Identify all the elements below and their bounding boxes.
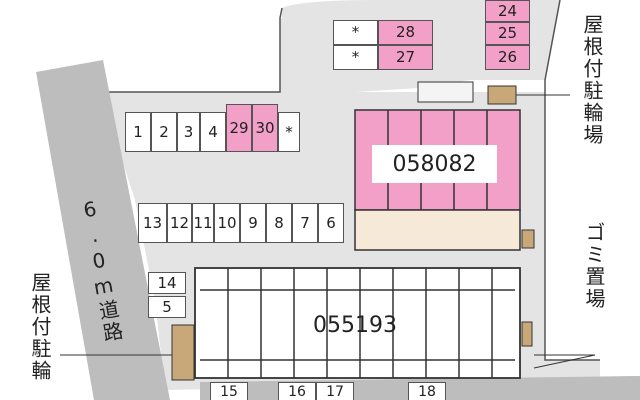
parking-stall-8: 8 bbox=[266, 203, 292, 243]
parking-stall-27: 27 bbox=[378, 45, 433, 70]
parking-stall-28: 28 bbox=[378, 20, 433, 45]
parking-stall-2: 2 bbox=[151, 112, 177, 152]
parking-stall-14: 14 bbox=[148, 272, 186, 294]
parking-stall-11: 11 bbox=[192, 203, 214, 243]
parking-stall-star-b: * bbox=[333, 45, 378, 70]
parking-stall-3: 3 bbox=[177, 112, 200, 152]
parking-stall-24: 24 bbox=[485, 0, 530, 22]
parking-stall-4: 4 bbox=[200, 112, 226, 152]
parking-stall-star-c: * bbox=[278, 112, 300, 152]
bike-parking-top bbox=[487, 85, 517, 105]
bike-parking-top-label: 屋根付駐輪場 bbox=[578, 14, 607, 146]
lot-upper bbox=[100, 18, 355, 100]
north-building-balcony bbox=[354, 209, 521, 251]
parking-stall-star-a: * bbox=[333, 20, 378, 45]
parking-stall-7: 7 bbox=[292, 203, 318, 243]
parking-stall-10: 10 bbox=[214, 203, 240, 243]
parking-stall-26: 26 bbox=[485, 45, 530, 70]
parking-stall-5: 5 bbox=[148, 296, 186, 318]
parking-stall-6: 6 bbox=[318, 203, 344, 243]
parking-stall-17: 17 bbox=[316, 382, 354, 400]
parking-stall-25: 25 bbox=[485, 22, 530, 45]
north-building-label: 058082 bbox=[372, 145, 497, 183]
parking-stall-9: 9 bbox=[240, 203, 266, 243]
parking-stall-16: 16 bbox=[278, 382, 316, 400]
south-building-label: 055193 bbox=[313, 312, 397, 338]
parking-stall-29: 29 bbox=[226, 104, 252, 152]
bike-parking-left bbox=[171, 324, 195, 381]
parking-stall-12: 12 bbox=[167, 203, 192, 243]
parking-stall-13: 13 bbox=[138, 203, 167, 243]
parking-stall-30: 30 bbox=[252, 104, 278, 152]
parking-stall-15: 15 bbox=[210, 382, 248, 400]
bike-parking-left-label: 屋根付駐輪 bbox=[26, 272, 55, 382]
parking-stall-1: 1 bbox=[125, 112, 151, 152]
parking-stall-18: 18 bbox=[408, 382, 446, 400]
road-band bbox=[36, 60, 170, 400]
stairs bbox=[417, 81, 474, 103]
garbage-area-2 bbox=[521, 321, 533, 347]
garbage-area bbox=[521, 229, 535, 249]
garbage-label: ゴミ置場 bbox=[580, 222, 609, 310]
